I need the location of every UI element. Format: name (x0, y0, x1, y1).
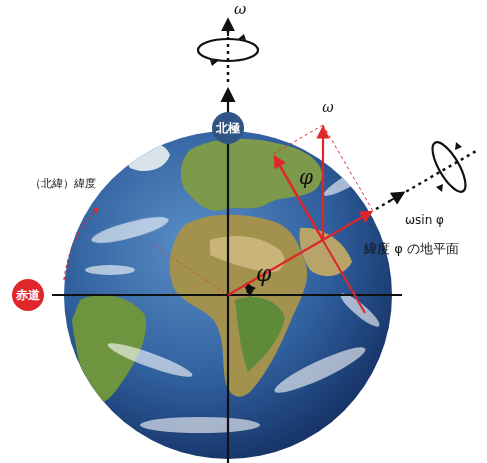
badge-text: 北極 (216, 122, 240, 134)
component-label: ωsin φ (405, 214, 444, 227)
omega-label: ω (322, 100, 333, 115)
equator-badge: 赤道 (12, 279, 44, 311)
north-pole-badge: 北極 (212, 112, 244, 144)
horizon-label: 緯度 φ の地平面 (364, 242, 459, 256)
angle-label: φ (299, 166, 313, 188)
angle-label: φ (256, 262, 271, 286)
omega-label: ω (234, 1, 246, 18)
latitude-label: （北緯）緯度 (30, 178, 96, 190)
badge-text: 赤道 (16, 289, 40, 301)
